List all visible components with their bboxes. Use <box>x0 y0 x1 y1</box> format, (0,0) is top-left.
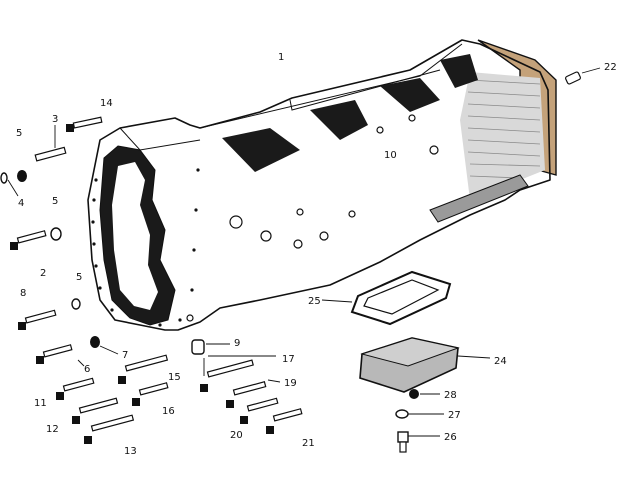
part-28-nut <box>409 389 440 399</box>
part-17-bolt <box>200 359 254 392</box>
callout-11: 11 <box>34 398 47 409</box>
part-16-bolt <box>132 382 169 406</box>
part-13-bolt <box>84 414 135 444</box>
part-9-plug <box>191 339 230 355</box>
part-7-washer <box>90 336 119 355</box>
part-25-gasket <box>321 270 452 326</box>
callout-6: 6 <box>84 364 90 375</box>
part-3-stud <box>34 125 67 162</box>
part-20-bolt <box>240 397 279 424</box>
callout-28: 28 <box>444 390 457 401</box>
part-4-nut <box>7 170 27 197</box>
callout-9: 9 <box>234 338 240 349</box>
callout-5-c: 5 <box>76 272 82 283</box>
top-slot-1 <box>222 128 300 172</box>
side-shaft <box>429 174 529 223</box>
callout-25: 25 <box>308 296 321 307</box>
part-6-bolt <box>36 344 73 364</box>
part-5-washer-a <box>0 172 8 184</box>
callout-4: 4 <box>18 198 24 209</box>
part-11-bolt <box>56 377 95 400</box>
callout-1: 1 <box>278 52 284 63</box>
callout-7: 7 <box>122 350 128 361</box>
top-slot-2 <box>310 100 368 140</box>
callout-3: 3 <box>52 114 58 125</box>
part-2-bolt <box>10 230 47 250</box>
callout-19: 19 <box>284 378 297 389</box>
part-8-bolt <box>18 309 57 330</box>
callout-27: 27 <box>448 410 461 421</box>
part-15-bolt <box>118 354 169 384</box>
callout-10: 10 <box>384 150 397 161</box>
callout-22: 22 <box>604 62 617 73</box>
housing-body <box>87 39 551 331</box>
top-slot-3 <box>380 78 440 112</box>
part-14-bolt <box>66 116 103 132</box>
callout-2: 2 <box>40 268 46 279</box>
part-26-bolt <box>397 431 440 453</box>
part-24-cover-plate <box>359 337 491 393</box>
housing-ribbed-side <box>460 72 545 200</box>
callout-26: 26 <box>444 432 457 443</box>
callout-5-a: 5 <box>16 128 22 139</box>
callout-15: 15 <box>168 372 181 383</box>
callout-21: 21 <box>302 438 315 449</box>
callout-8: 8 <box>20 288 26 299</box>
callout-17: 17 <box>282 354 295 365</box>
callout-12: 12 <box>46 424 59 435</box>
part-21-bolt <box>266 408 303 434</box>
part-5-washer-b <box>50 227 62 241</box>
top-slot-4 <box>440 54 478 88</box>
part-22-pin <box>565 67 601 85</box>
callout-20: 20 <box>230 430 243 441</box>
part-5-washer-c <box>71 298 81 310</box>
part-12-bolt <box>72 397 119 424</box>
leader-lines <box>77 355 281 383</box>
part-27-washer <box>395 409 444 419</box>
callout-24: 24 <box>494 356 507 367</box>
callout-14: 14 <box>100 98 113 109</box>
callout-13: 13 <box>124 446 137 457</box>
callout-5-b: 5 <box>52 196 58 207</box>
gearbox-housing <box>87 39 557 331</box>
part-19-bolt <box>226 381 267 408</box>
callout-16: 16 <box>162 406 175 417</box>
